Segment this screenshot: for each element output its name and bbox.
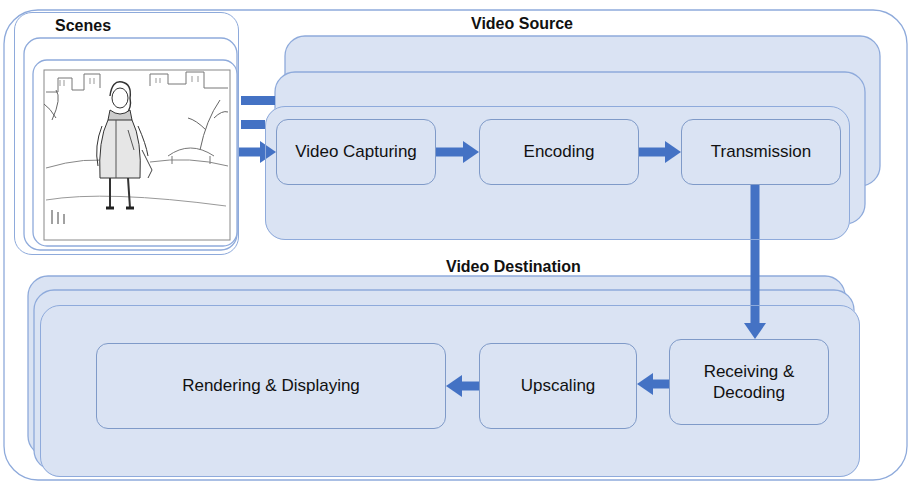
band-fill	[265, 106, 850, 240]
scene-frame: Scenes	[14, 12, 239, 255]
box-label: Rendering & Displaying	[182, 375, 360, 396]
outer-frame	[4, 10, 907, 480]
flow-arrow	[436, 148, 463, 157]
scene-frame	[33, 60, 237, 246]
stub-arrow	[241, 96, 275, 105]
flow-arrow	[462, 382, 479, 391]
flow-arrow	[239, 148, 260, 157]
flow-arrow	[639, 148, 665, 157]
box-label: Video Capturing	[295, 141, 417, 162]
process-box: Receiving & Decoding	[669, 339, 829, 425]
process-box: Transmission	[681, 119, 841, 185]
flow-arrow	[751, 185, 760, 323]
box-label: Encoding	[524, 141, 595, 162]
group-heading: Scenes	[15, 13, 238, 35]
group-heading-holder: Video Source	[471, 15, 573, 33]
scene-frame	[24, 38, 237, 250]
group-heading-holder: Video Destination	[446, 258, 581, 276]
scene-illustration	[44, 70, 230, 240]
group-heading: Video Destination	[446, 258, 581, 275]
box-label: Upscaling	[521, 375, 596, 396]
process-box: Encoding	[479, 119, 639, 185]
process-box: Rendering & Displaying	[96, 343, 446, 429]
group-band: Video DestinationReceiving & DecodingUps…	[40, 305, 860, 477]
band-fill	[40, 305, 860, 477]
group-band: Video SourceVideo CapturingEncodingTrans…	[265, 106, 850, 240]
stub-arrow	[241, 120, 265, 129]
group-heading: Video Source	[471, 15, 573, 32]
box-label: Transmission	[711, 141, 811, 162]
process-box: Upscaling	[479, 343, 637, 429]
box-label: Receiving & Decoding	[680, 361, 818, 404]
process-box: Video Capturing	[276, 119, 436, 185]
flow-arrow	[653, 380, 669, 389]
